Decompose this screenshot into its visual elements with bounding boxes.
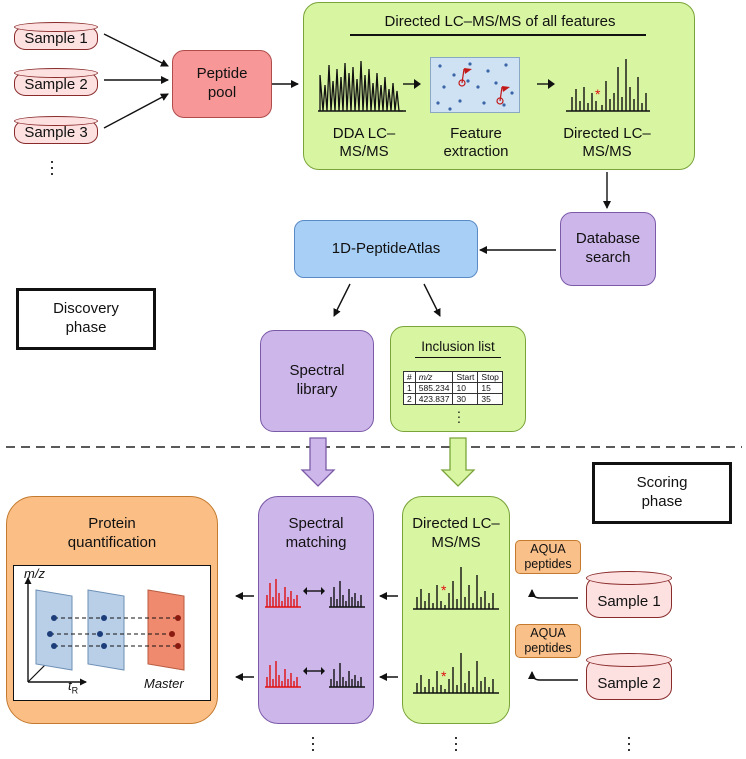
dda-spectrum-plot xyxy=(318,60,406,112)
directed-spectrum-plot: * xyxy=(566,59,650,112)
sample-3-cylinder: Sample 3 xyxy=(14,116,98,144)
more-rows-ellipsis: ··· xyxy=(456,403,462,429)
arrow-icon xyxy=(403,79,421,89)
more-ellipsis: ··· xyxy=(626,727,632,759)
discovery-phase-label: Discovery phase xyxy=(16,288,156,350)
inclusion-title-underline xyxy=(415,357,501,359)
directed-bottom-title: Directed LC–MS/MS xyxy=(412,515,500,551)
protein-quantification-panel: Protein quantification xyxy=(6,496,218,724)
arrow-icon xyxy=(537,79,555,89)
y-axis-label: m/z xyxy=(24,566,45,581)
directed-spectrum-plot: * xyxy=(413,653,499,694)
panel-title-underline xyxy=(350,34,646,36)
directed-lcms-panel: Directed LC–MS/MS of all features xyxy=(303,2,695,170)
panel-title: Directed LC–MS/MS of all features xyxy=(384,13,616,30)
spectrum-match-pair xyxy=(265,661,365,688)
inclusion-list-title: Inclusion list xyxy=(421,339,495,354)
feature-extraction-map xyxy=(430,57,520,113)
directed-label: Directed LC–MS/MS xyxy=(563,125,651,160)
sample-2-cylinder: Sample 2 xyxy=(14,68,98,96)
sample-2-cylinder: Sample 2 xyxy=(586,653,672,700)
protein-quant-title: Protein quantification xyxy=(67,515,157,551)
flag-icon xyxy=(458,68,472,87)
directed-lcms-bottom-panel: Directed LC–MS/MS * * xyxy=(402,496,510,724)
spectrum-match-pair xyxy=(265,579,365,608)
asterisk-icon: * xyxy=(441,582,447,598)
quant-plot-frame: m/z tR Master xyxy=(13,565,211,701)
spectral-matching-title: Spectral matching xyxy=(285,515,347,551)
master-label: Master xyxy=(144,676,184,691)
x-axis-label: tR xyxy=(68,678,79,696)
peptide-pool-box: Peptide pool xyxy=(172,50,272,118)
sample-1-cylinder: Sample 1 xyxy=(586,571,672,618)
directed-spectrum-plot: * xyxy=(413,567,499,610)
aqua-peptides-label: AQUA peptides xyxy=(515,540,581,574)
peptide-atlas-box: 1D-PeptideAtlas xyxy=(294,220,478,278)
table-header: # xyxy=(403,371,416,383)
aqua-peptides-label: AQUA peptides xyxy=(515,624,581,658)
table-header: m/z xyxy=(414,371,454,383)
table-header-row: # m/z Start Stop xyxy=(403,371,503,383)
table-header: Start xyxy=(452,371,479,383)
spectral-matching-panel: Spectral matching xyxy=(258,496,374,724)
flag-icon xyxy=(496,86,510,105)
table-header: Stop xyxy=(477,371,503,383)
more-ellipsis: ··· xyxy=(310,727,316,759)
sample-1-cylinder: Sample 1 xyxy=(14,22,98,50)
quant-planes-diagram xyxy=(24,577,185,686)
dda-label: DDA LC–MS/MS xyxy=(332,125,396,160)
feature-extraction-label: Feature extraction xyxy=(443,125,509,160)
database-search-box: Database search xyxy=(560,212,656,286)
scoring-phase-label: Scoring phase xyxy=(592,462,732,524)
more-ellipsis: ··· xyxy=(453,727,459,759)
spectral-library-box: Spectral library xyxy=(260,330,374,432)
asterisk-icon: * xyxy=(595,86,601,102)
asterisk-icon: * xyxy=(441,668,447,684)
more-samples-ellipsis: ··· xyxy=(49,151,55,183)
